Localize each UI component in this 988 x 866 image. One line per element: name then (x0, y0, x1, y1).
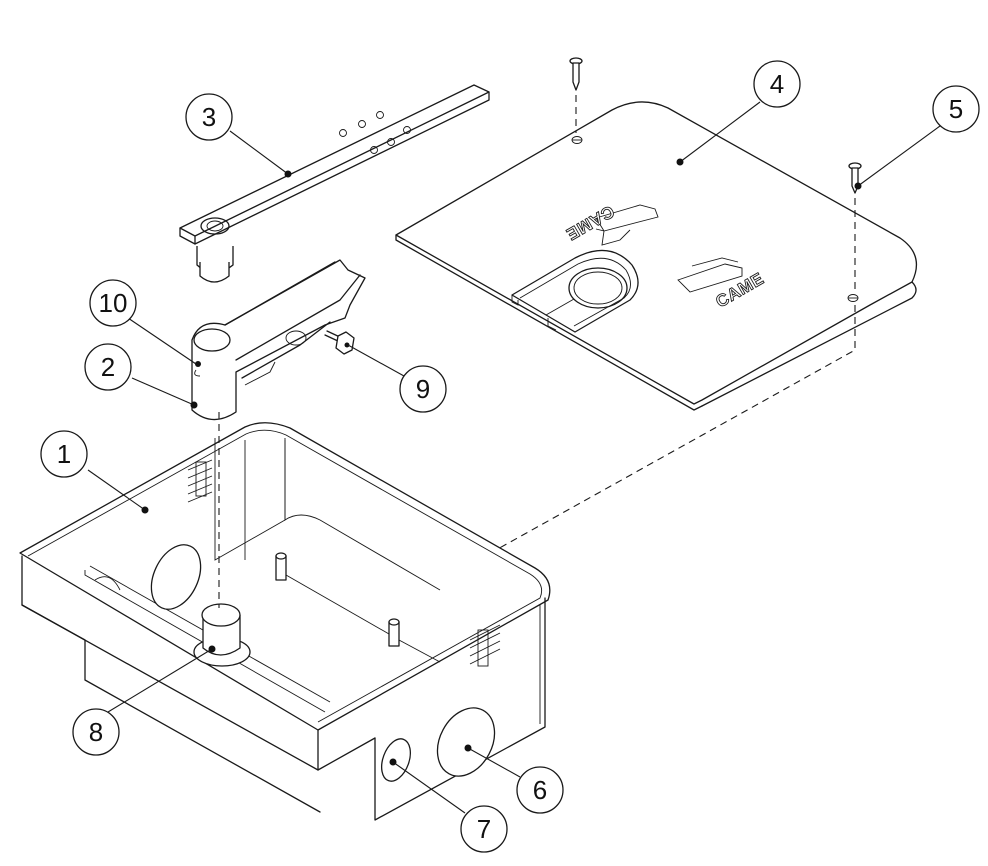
large-cable-knockout (436, 707, 496, 777)
callout-number: 9 (416, 374, 430, 404)
lever-bolt (324, 330, 355, 355)
pivot-pin (193, 603, 251, 667)
callout-number: 6 (533, 775, 547, 805)
callout-number: 4 (770, 69, 784, 99)
callout-2: 2 (84, 343, 198, 409)
callout-number: 5 (949, 94, 963, 124)
callout-number: 1 (57, 439, 71, 469)
cover-plate: CAME CAME (395, 101, 918, 411)
hinge (469, 624, 501, 667)
callout-number: 2 (101, 352, 115, 382)
callout-4: 4 (676, 60, 801, 166)
housing-box (19, 422, 551, 821)
callout-1: 1 (40, 430, 149, 514)
callout-7: 7 (389, 758, 508, 853)
logo-plate (677, 257, 743, 293)
hinge (187, 459, 213, 503)
callout-3: 3 (185, 93, 292, 178)
cover-pivot-cutout (511, 249, 639, 333)
callout-9: 9 (347, 344, 447, 413)
cover-screw (569, 57, 583, 133)
floor-peg (388, 618, 400, 647)
drive-arm (179, 84, 490, 283)
callout-8: 8 (72, 645, 216, 756)
callout-number: 7 (477, 814, 491, 844)
floor-peg (275, 552, 287, 581)
callout-number: 8 (89, 717, 103, 747)
callout-6: 6 (464, 744, 564, 814)
small-cable-knockout (381, 738, 411, 782)
callout-5: 5 (854, 85, 980, 190)
callout-number: 3 (202, 102, 216, 132)
callout-10: 10 (89, 279, 197, 365)
lever-base (191, 259, 366, 421)
logo-plate (595, 204, 659, 246)
callout-number: 10 (99, 288, 128, 318)
